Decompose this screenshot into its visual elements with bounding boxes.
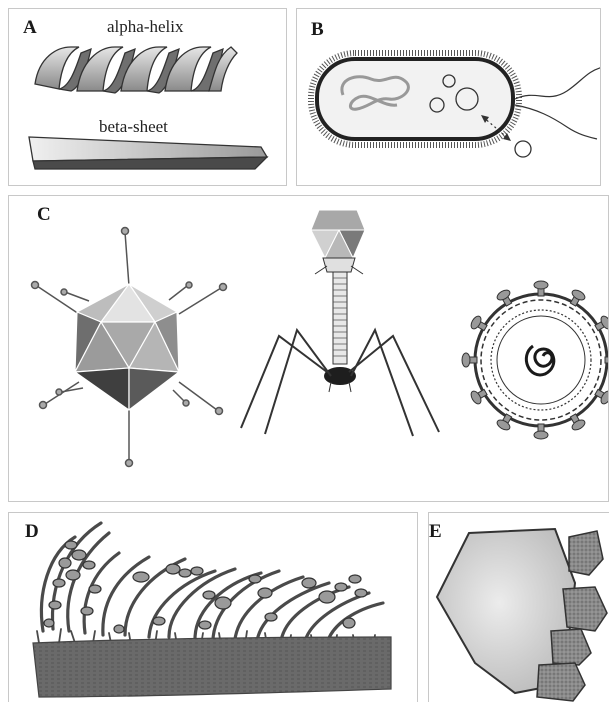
flagellum (515, 67, 601, 99)
phage-collar (323, 258, 355, 272)
released-plasmid (515, 141, 531, 157)
panel-c: C (8, 195, 609, 502)
panel-a-drawing (9, 9, 287, 186)
panel-d-drawing (9, 513, 418, 702)
bacterial-cell-body (317, 59, 513, 139)
alpha-helix-ribbon (35, 47, 237, 93)
panel-b: B (296, 8, 601, 186)
filament-strands (41, 523, 383, 643)
substrate-surface (33, 637, 391, 697)
flagellum (515, 105, 597, 139)
panel-c-drawing (9, 196, 609, 502)
panel-d: D (8, 512, 418, 702)
panel-e: E (428, 512, 609, 702)
enveloped-virus (462, 281, 609, 439)
icosahedral-virus (32, 228, 227, 467)
panel-e-drawing (429, 513, 609, 702)
panel-a: A alpha-helix beta-sheet (8, 8, 287, 186)
phage-head (311, 210, 365, 258)
panel-b-drawing (297, 9, 601, 186)
bacteriophage (241, 210, 439, 436)
arrowhead-down (503, 133, 511, 141)
beta-sheet-arrow (29, 137, 267, 169)
